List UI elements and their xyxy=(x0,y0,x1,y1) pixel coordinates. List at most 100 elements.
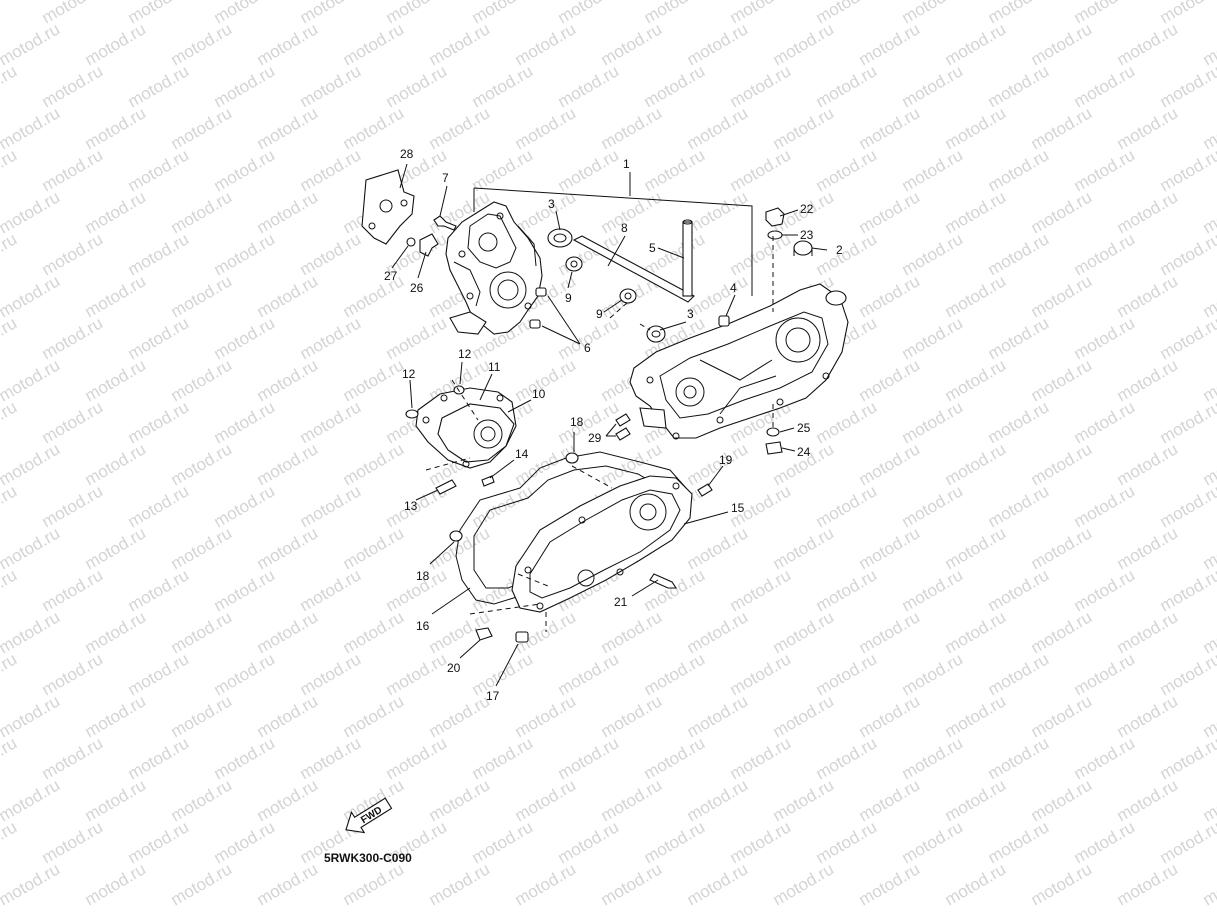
watermark-text: motod.ru xyxy=(641,145,709,195)
oring-25 xyxy=(766,427,780,437)
callout-8: 8 xyxy=(621,221,628,235)
watermark-text: motod.ru xyxy=(942,439,1010,489)
watermark-text: motod.ru xyxy=(168,271,236,321)
watermark-text: motod.ru xyxy=(82,439,150,489)
watermark-text: motod.ru xyxy=(254,691,322,741)
watermark-text: motod.ru xyxy=(254,439,322,489)
callout-labels: 1 2 3 3 4 5 6 7 8 9 9 10 11 12 12 13 14 … xyxy=(384,147,843,703)
watermark-text: motod.ru xyxy=(297,397,365,447)
callout-3: 3 xyxy=(548,197,555,211)
watermark-text: motod.ru xyxy=(899,61,967,111)
watermark-text: motod.ru xyxy=(1157,649,1217,699)
plug-24 xyxy=(765,441,783,455)
callout-27: 27 xyxy=(384,269,398,283)
watermark-text: motod.ru xyxy=(0,649,20,699)
watermark-text: motod.ru xyxy=(555,817,623,867)
watermark-text: motod.ru xyxy=(211,61,279,111)
watermark-text: motod.ru xyxy=(770,859,838,909)
watermark-text: motod.ru xyxy=(512,19,580,69)
watermark-text: motod.ru xyxy=(1028,859,1096,909)
watermark-text: motod.ru xyxy=(598,691,666,741)
watermark-text: motod.ru xyxy=(0,733,20,783)
dowel-17 xyxy=(515,631,529,643)
bolt-20 xyxy=(475,627,493,641)
watermark-text: motod.ru xyxy=(125,565,193,615)
watermark-text: motod.ru xyxy=(813,733,881,783)
watermark-text: motod.ru xyxy=(168,103,236,153)
watermark-text: motod.ru xyxy=(899,817,967,867)
plug-22 xyxy=(765,207,785,227)
watermark-text: motod.ru xyxy=(856,187,924,237)
watermark-text: motod.ru xyxy=(0,859,63,909)
watermark-text: motod.ru xyxy=(254,355,322,405)
watermark-text: motod.ru xyxy=(1114,355,1182,405)
watermark-text: motod.ru xyxy=(813,565,881,615)
bracket-26 xyxy=(419,233,439,257)
watermark-text: motod.ru xyxy=(297,313,365,363)
watermark-text: motod.ru xyxy=(1028,19,1096,69)
callout-26: 26 xyxy=(410,281,424,295)
watermark-text: motod.ru xyxy=(1071,145,1139,195)
watermark-text: motod.ru xyxy=(297,481,365,531)
watermark-text: motod.ru xyxy=(1028,355,1096,405)
watermark-text: motod.ru xyxy=(1157,313,1217,363)
watermark-text: motod.ru xyxy=(82,775,150,825)
watermark-text: motod.ru xyxy=(211,733,279,783)
watermark-text: motod.ru xyxy=(1157,61,1217,111)
watermark-text: motod.ru xyxy=(598,859,666,909)
watermark-text: motod.ru xyxy=(899,733,967,783)
watermark-text: motod.ru xyxy=(0,61,20,111)
watermark-text: motod.ru xyxy=(82,691,150,741)
bolt-29a xyxy=(615,413,631,427)
watermark-text: motod.ru xyxy=(1114,271,1182,321)
watermark-text: motod.ru xyxy=(426,859,494,909)
watermark-text: motod.ru xyxy=(1114,103,1182,153)
watermark-text: motod.ru xyxy=(942,607,1010,657)
callout-9: 9 xyxy=(596,307,603,321)
watermark-text: motod.ru xyxy=(82,607,150,657)
watermark-text: motod.ru xyxy=(727,145,795,195)
watermark-text: motod.ru xyxy=(942,691,1010,741)
watermark-text: motod.ru xyxy=(512,775,580,825)
watermark-text: motod.ru xyxy=(340,355,408,405)
watermark-text: motod.ru xyxy=(82,103,150,153)
watermark-text: motod.ru xyxy=(1200,859,1217,909)
watermark-text: motod.ru xyxy=(684,607,752,657)
watermark-text: motod.ru xyxy=(813,481,881,531)
watermark-text: motod.ru xyxy=(383,733,451,783)
watermark-text: motod.ru xyxy=(1028,523,1096,573)
callout-1: 1 xyxy=(623,157,630,171)
watermark-text: motod.ru xyxy=(211,649,279,699)
callout-5: 5 xyxy=(649,241,656,255)
watermark-text: motod.ru xyxy=(39,61,107,111)
watermark-text: motod.ru xyxy=(770,103,838,153)
watermark-text: motod.ru xyxy=(727,649,795,699)
callout-9: 9 xyxy=(565,291,572,305)
dowel-6a xyxy=(535,287,547,297)
watermark-text: motod.ru xyxy=(598,103,666,153)
watermark-text: motod.ru xyxy=(1157,565,1217,615)
watermark-text: motod.ru xyxy=(211,397,279,447)
watermark-text: motod.ru xyxy=(727,229,795,279)
watermark-text: motod.ru xyxy=(125,397,193,447)
watermark-text: motod.ru xyxy=(383,313,451,363)
watermark-text: motod.ru xyxy=(1071,565,1139,615)
watermark-text: motod.ru xyxy=(1071,313,1139,363)
watermark-text: motod.ru xyxy=(813,61,881,111)
watermark-text: motod.ru xyxy=(512,103,580,153)
watermark-text: motod.ru xyxy=(899,481,967,531)
callout-11: 11 xyxy=(488,360,501,374)
watermark-text: motod.ru xyxy=(856,607,924,657)
watermark-text: motod.ru xyxy=(340,859,408,909)
watermark-text: motod.ru xyxy=(1157,733,1217,783)
watermark-text: motod.ru xyxy=(1157,145,1217,195)
watermark-text: motod.ru xyxy=(770,775,838,825)
bolt-19 xyxy=(697,483,713,497)
watermark-text: motod.ru xyxy=(426,19,494,69)
bearing-3-upper xyxy=(547,228,573,248)
watermark-text: motod.ru xyxy=(985,313,1053,363)
callout-7: 7 xyxy=(442,171,449,185)
watermark-text: motod.ru xyxy=(813,649,881,699)
watermark-text: motod.ru xyxy=(1157,397,1217,447)
